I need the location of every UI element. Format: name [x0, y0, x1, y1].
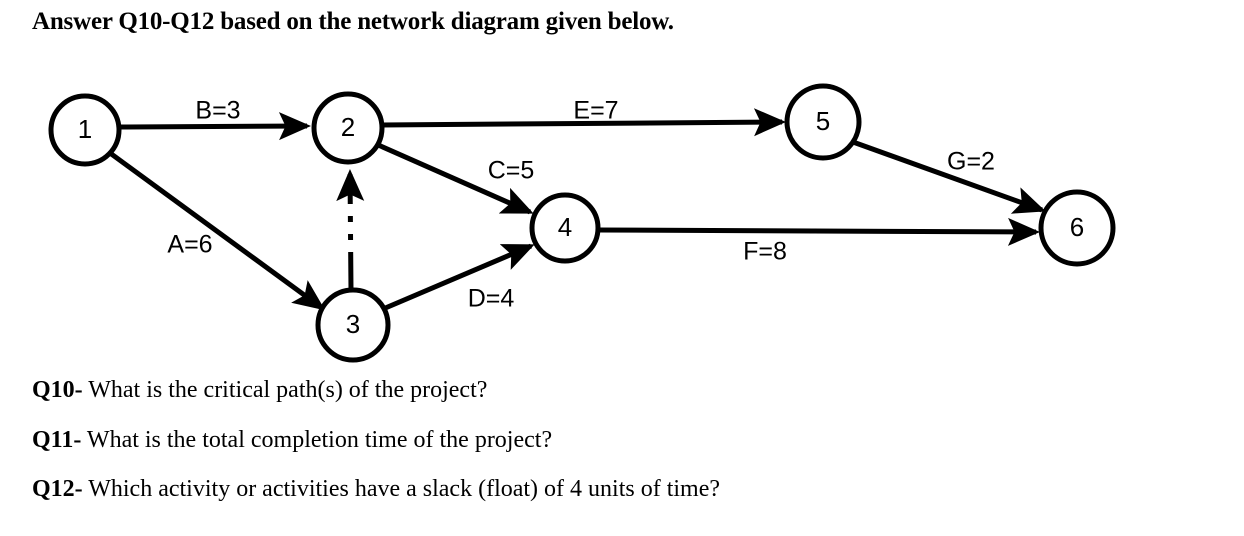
- node-5[interactable]: 5: [784, 83, 862, 161]
- question-q12-id: Q12-: [32, 476, 83, 502]
- page-title: Answer Q10-Q12 based on the network diag…: [32, 8, 674, 35]
- node-1-circle[interactable]: [48, 93, 122, 167]
- node-2-label: 2: [341, 112, 355, 142]
- node-4-label: 4: [558, 212, 572, 242]
- node-2-circle[interactable]: [311, 91, 385, 165]
- edge-D: D=4: [382, 243, 535, 313]
- edge-C-label: C=5: [488, 157, 535, 185]
- edge-B-line: [118, 112, 311, 141]
- node-3-label: 3: [346, 309, 360, 339]
- node-1-label: 1: [78, 114, 92, 144]
- edge-D-line: [382, 243, 535, 312]
- edge-E-label: E=7: [573, 97, 618, 125]
- node-3-circle[interactable]: [315, 287, 391, 363]
- node-6-label: 6: [1070, 212, 1084, 242]
- edge-B: B=3: [118, 97, 311, 141]
- question-q10: Q10- What is the critical path(s) of the…: [32, 377, 487, 404]
- node-5-label: 5: [816, 106, 830, 136]
- edge-F-label: F=8: [743, 238, 787, 266]
- network-diagram: B=3 A=6 E=7 C=5 D=4 F=8: [48, 83, 1116, 363]
- edge-E-line: [380, 108, 786, 137]
- question-q12: Q12- Which activity or activities have a…: [32, 476, 720, 503]
- edge-F-line: [597, 217, 1040, 246]
- edge-A-label: A=6: [167, 231, 212, 259]
- question-q10-text: What is the critical path(s) of the proj…: [82, 377, 488, 403]
- question-q11-id: Q11-: [32, 427, 82, 453]
- node-6-circle[interactable]: [1038, 189, 1116, 267]
- edge-C-line: [374, 141, 534, 215]
- node-1[interactable]: 1: [48, 93, 122, 167]
- edge-G-label: G=2: [947, 148, 995, 176]
- edge-E: E=7: [380, 97, 786, 137]
- edge-dummy: [336, 169, 365, 291]
- question-q11: Q11- What is the total completion time o…: [32, 427, 552, 454]
- node-4[interactable]: 4: [529, 192, 601, 264]
- node-5-circle[interactable]: [784, 83, 862, 161]
- edge-C: C=5: [374, 141, 535, 215]
- edge-dummy-line: [336, 169, 365, 291]
- question-q10-id: Q10-: [32, 377, 83, 403]
- edge-A-line: [108, 150, 326, 311]
- edge-A: A=6: [108, 150, 326, 311]
- edge-D-label: D=4: [468, 285, 515, 313]
- edge-G: G=2: [852, 139, 1046, 214]
- node-2[interactable]: 2: [311, 91, 385, 165]
- node-4-circle[interactable]: [529, 192, 601, 264]
- edge-B-label: B=3: [195, 97, 240, 125]
- node-3[interactable]: 3: [315, 287, 391, 363]
- question-q11-text: What is the total completion time of the…: [81, 427, 553, 453]
- question-q12-text: Which activity or activities have a slac…: [82, 476, 721, 502]
- node-6[interactable]: 6: [1038, 189, 1116, 267]
- edge-F: F=8: [597, 217, 1040, 266]
- edge-G-line: [852, 139, 1046, 214]
